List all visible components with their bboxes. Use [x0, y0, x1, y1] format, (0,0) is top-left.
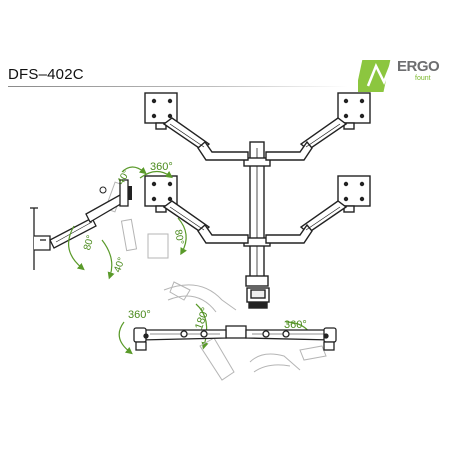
top-view-arms [133, 325, 337, 351]
label-base-rotation-left: 360° [128, 309, 151, 321]
logo-wordmark: ERGO [397, 58, 440, 75]
logo-emblem-icon [355, 60, 394, 92]
angle-arcs [67, 166, 314, 355]
label-base-rotation-right: 360° [284, 319, 307, 331]
center-pole [243, 141, 271, 287]
ergofount-logo: ERGO fount [355, 52, 450, 100]
lower-left-arm [144, 175, 249, 244]
desk-clamp [246, 287, 270, 309]
top-view-ghost [163, 281, 327, 381]
label-vertical-arc-left: 80° [82, 234, 97, 251]
side-view-arm [30, 179, 169, 270]
upper-right-arm [265, 92, 371, 161]
label-swivel-top: 360° [150, 161, 173, 173]
header-divider [8, 86, 348, 87]
label-tilt-forward: 40° [116, 168, 133, 187]
logo-subtext: fount [415, 75, 431, 82]
label-center-rotation: 180° [193, 306, 212, 331]
model-title: DFS–402C [8, 66, 84, 83]
label-tilt-back: 40° [112, 256, 128, 274]
upper-left-arm [144, 92, 249, 161]
label-vertical-arc-center: 80° [172, 229, 185, 246]
lower-right-arm [265, 175, 371, 244]
